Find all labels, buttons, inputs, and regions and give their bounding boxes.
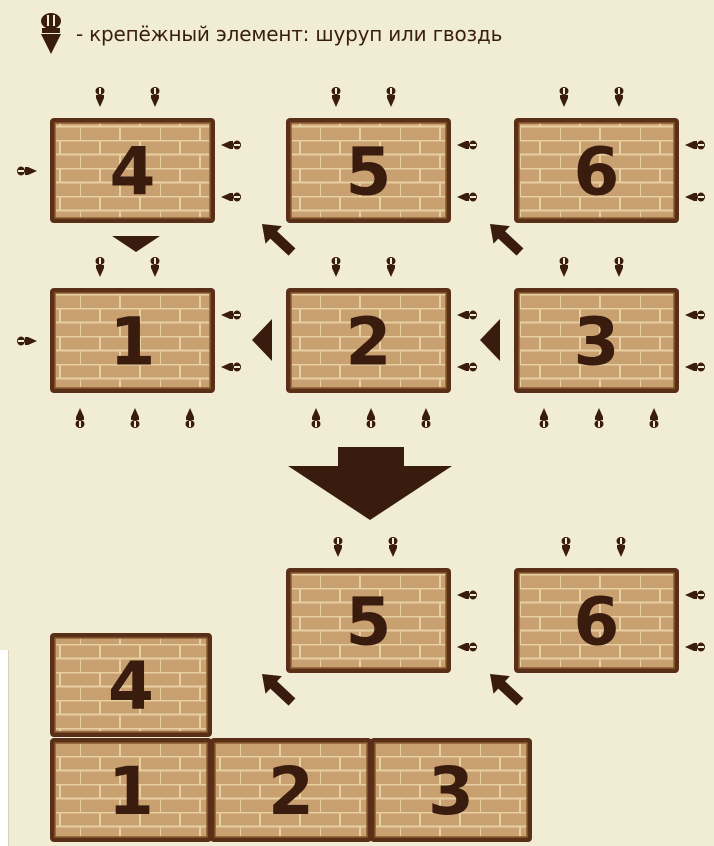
fastener-icon <box>615 87 624 107</box>
fastener-icon <box>422 408 431 428</box>
fastener-icon <box>457 141 477 150</box>
tile-4b: 4 <box>50 633 212 737</box>
fastener-icon <box>387 257 396 277</box>
fastener-icon <box>685 643 705 652</box>
fastener-icon <box>685 591 705 600</box>
fastener-icon <box>560 87 569 107</box>
tile-5: 5 <box>286 118 451 223</box>
tile-6b: 6 <box>514 568 679 673</box>
fastener-icon <box>617 537 626 557</box>
tile-5b: 5 <box>286 568 451 673</box>
fastener-icon <box>389 537 398 557</box>
arrow-5-to-4-bottom <box>262 674 295 706</box>
fastener-icon <box>457 591 477 600</box>
fastener-icon <box>221 141 241 150</box>
tile-1b-number: 1 <box>108 753 154 830</box>
arrow-6-to-5 <box>490 224 523 256</box>
tile-4-number: 4 <box>110 134 156 211</box>
tile-5b-number: 5 <box>346 584 392 661</box>
tile-3b-number: 3 <box>428 753 474 830</box>
arrow-5-to-4 <box>262 224 295 256</box>
fastener-icon <box>685 363 705 372</box>
fastener-icon <box>650 408 659 428</box>
arrow-6-to-3-bottom <box>490 674 523 706</box>
fastener-icon <box>685 141 705 150</box>
fastener-icon <box>186 408 195 428</box>
tile-2: 2 <box>286 288 451 393</box>
fastener-icon <box>334 537 343 557</box>
fastener-icon <box>151 87 160 107</box>
fastener-icon <box>17 337 37 346</box>
tile-3-number: 3 <box>574 304 620 381</box>
fastener-icon <box>76 408 85 428</box>
fastener-icon <box>312 408 321 428</box>
tile-2-number: 2 <box>346 304 392 381</box>
fastener-icon <box>457 311 477 320</box>
tile-3: 3 <box>514 288 679 393</box>
fastener-icon <box>685 311 705 320</box>
fastener-icon <box>367 408 376 428</box>
fastener-icon <box>221 363 241 372</box>
arrow-2-to-1 <box>252 319 272 361</box>
tile-2b: 2 <box>210 738 372 842</box>
tile-1: 1 <box>50 288 215 393</box>
fastener-icon <box>562 537 571 557</box>
fastener-icon <box>96 257 105 277</box>
tile-1b: 1 <box>50 738 212 842</box>
fastener-icon <box>457 363 477 372</box>
arrow-3-to-2 <box>480 319 500 361</box>
tile-3b: 3 <box>370 738 532 842</box>
fastener-icon <box>560 257 569 277</box>
fastener-icon <box>332 257 341 277</box>
tile-1-number: 1 <box>110 304 156 381</box>
tile-4: 4 <box>50 118 215 223</box>
fastener-icon <box>685 193 705 202</box>
fastener-icon <box>595 408 604 428</box>
fastener-icon <box>131 408 140 428</box>
fastener-icon <box>221 193 241 202</box>
fastener-icon <box>387 87 396 107</box>
fastener-icon <box>457 643 477 652</box>
tile-2b-number: 2 <box>268 753 314 830</box>
fastener-icon <box>457 193 477 202</box>
fastener-icon <box>151 257 160 277</box>
tile-4b-number: 4 <box>108 648 154 725</box>
fastener-icon <box>615 257 624 277</box>
tile-6-number: 6 <box>574 134 620 211</box>
fastener-icon <box>540 408 549 428</box>
fastener-icon <box>332 87 341 107</box>
tile-6: 6 <box>514 118 679 223</box>
arrow-4-to-1 <box>112 236 160 252</box>
tile-6b-number: 6 <box>574 584 620 661</box>
fastener-icon <box>96 87 105 107</box>
fastener-icon <box>17 167 37 176</box>
fastener-icon <box>221 311 241 320</box>
tile-5-number: 5 <box>346 134 392 211</box>
main-down-arrow <box>288 447 452 520</box>
